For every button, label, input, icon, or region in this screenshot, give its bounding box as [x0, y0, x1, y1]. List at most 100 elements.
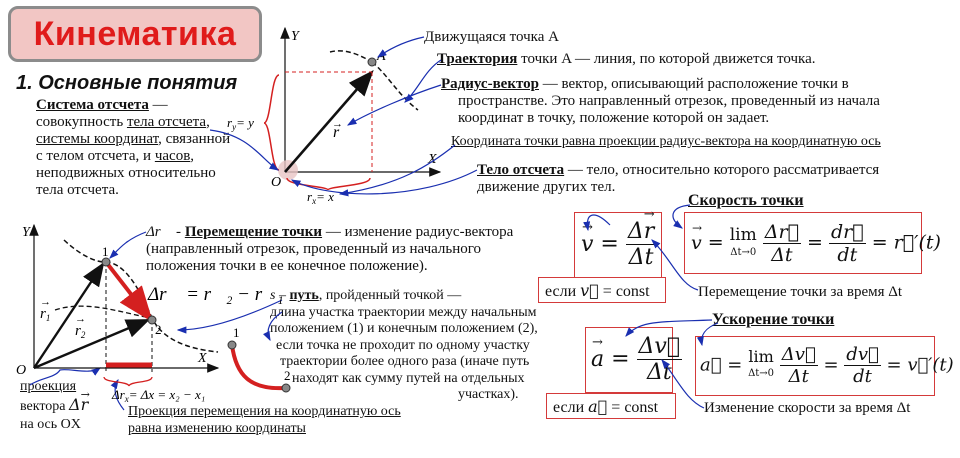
vector-arrow-glyph: →	[75, 313, 86, 325]
arrow-to-trajectory	[404, 59, 442, 103]
path-text: длина участка траектории между начальным	[270, 304, 537, 320]
radius-vector-label: r	[333, 124, 340, 141]
body-ref-text: движение других тел.	[477, 179, 616, 195]
ref-system-text: совокупность	[36, 114, 127, 130]
ref-system-link: часов	[154, 148, 191, 164]
point-a-label: A	[376, 49, 386, 64]
point-a	[367, 57, 377, 67]
ref-system-text: неподвижных относительно	[36, 165, 216, 181]
axis-y-label: Y	[22, 225, 32, 240]
point-1	[101, 257, 111, 267]
trajectory-curve-alt	[54, 305, 151, 319]
arrow-accel-lim	[696, 322, 719, 347]
path-point-2-label: 2	[284, 368, 291, 383]
trajectory-curve	[329, 50, 373, 63]
arrow-accel-def	[625, 319, 713, 337]
radius-vector-text: пространстве. Это направленный отрезок, …	[458, 93, 880, 109]
axis-y-label: Y	[291, 29, 301, 44]
acceleration-title: Ускорение точки	[712, 311, 835, 328]
callout-arrows	[29, 36, 719, 411]
displacement-equation: Δr⃗ = r⃗₂ − r⃗₁	[147, 284, 284, 305]
velocity-title: Скорость точки	[688, 192, 804, 209]
title-banner: Кинематика	[8, 6, 262, 62]
arrow-projection-word	[29, 367, 101, 386]
ref-system-text: ,	[206, 114, 210, 130]
displacement-vector	[104, 260, 153, 323]
body-ref-term: Тело отсчета	[477, 162, 565, 178]
ref-system-link: системы координат	[36, 131, 159, 147]
radius-vector-arrow	[284, 70, 374, 173]
vector-arrow-glyph: →	[40, 296, 51, 308]
axis-x-label: X	[197, 351, 207, 366]
page-title: Кинематика	[33, 15, 237, 53]
trajectory-text: точки A — линия, по которой движется точ…	[517, 51, 816, 67]
r2-label: r2	[75, 323, 86, 340]
axis-x-label: X	[427, 152, 437, 167]
lim-sub: Δt→0	[748, 368, 775, 379]
r2-vector	[33, 318, 151, 370]
displacement-term: Перемещение точки	[184, 224, 323, 240]
path-term: путь	[289, 288, 319, 303]
velocity-const-box: если v⃗ = const	[538, 277, 666, 303]
path-text: если точка не проходит по одному участку	[276, 337, 530, 353]
ref-system-text: ,	[190, 148, 195, 164]
brace-drx	[103, 376, 153, 387]
ref-system-block: Система отсчета — совокупность тела отсч…	[36, 97, 230, 199]
path-symbol: s –	[270, 288, 290, 303]
projection-label: проекция вектора Δr→ на ось OX	[20, 379, 90, 432]
ry-label: ry= y	[227, 115, 254, 132]
ref-system-term: Система отсчета	[36, 97, 149, 113]
arrow-path-curve	[263, 311, 283, 342]
projection-note-line: равна изменению координаты	[128, 421, 306, 436]
path-text: находят как сумму путей на отдельных	[292, 370, 525, 386]
lim-sub: Δt→0	[730, 247, 757, 258]
drx-equation: Δrx= Δx = x₂ − x₁	[111, 387, 205, 404]
point-2	[147, 315, 157, 325]
arrow-displacement	[109, 231, 147, 259]
brace-ry	[263, 74, 280, 171]
ref-system-link: тела отсчета	[126, 114, 207, 130]
ref-system-text: , связанной	[158, 131, 231, 147]
path-point-1-label: 1	[233, 325, 240, 340]
trajectory-def: Траектория точки A — линия, по которой д…	[437, 51, 816, 68]
path-text: участках).	[458, 387, 519, 402]
radius-vector-term: Радиус-вектор	[441, 76, 539, 92]
acceleration-const: если a⃗ = const	[553, 397, 659, 416]
origin-label: O	[16, 363, 26, 378]
displacement-text: положения точки в ее конечное положение)…	[146, 258, 428, 274]
r1-vector	[33, 262, 105, 369]
vector-arrow-glyph: →	[332, 118, 343, 130]
trajectory-curve	[371, 61, 419, 111]
displacement-text: (направленный отрезок, проведенный из на…	[146, 241, 482, 257]
acceleration-caption: Изменение скорости за время Δt	[704, 400, 911, 416]
r1-label: r1	[40, 306, 50, 323]
diagram-radius-vector: Y X O A r → ry= y rx= x	[227, 26, 442, 206]
path-text: положением (1) и конечным положением (2)…	[270, 321, 538, 336]
path-point-2	[281, 383, 291, 393]
ref-system-text: с телом отсчета, и	[36, 148, 155, 164]
arrow-to-origin	[290, 169, 478, 195]
displacement-text: — изменение радиус-вектора	[322, 224, 514, 240]
rx-label: rx= x	[307, 189, 334, 206]
arrow-ref-system	[209, 129, 280, 171]
arrow-velocity-caption	[651, 239, 699, 291]
point-2-label: 2	[155, 322, 162, 337]
acceleration-const-box: если a⃗ = const	[546, 393, 676, 419]
velocity-caption: Перемещение точки за время Δt	[698, 284, 903, 300]
radius-vector-def: Радиус-вектор — вектор, описывающий расп…	[441, 76, 880, 127]
arrow-to-radius-vector	[346, 84, 442, 126]
arrow-accel-caption	[661, 359, 705, 409]
arrow-path-label	[176, 299, 283, 334]
coordinate-note: Координата точки равна проекции радиус-в…	[451, 134, 881, 149]
arrow-velocity-lim	[672, 204, 691, 229]
moving-point-label: Движущаяся точка A	[424, 29, 559, 45]
projection-word: вектора	[20, 399, 66, 414]
path-def: s – путь, пройденный точкой — длина учас…	[270, 288, 538, 404]
lim-text: lim	[729, 225, 757, 245]
radius-vector-text: — вектор, описывающий расположение точки…	[539, 76, 849, 92]
